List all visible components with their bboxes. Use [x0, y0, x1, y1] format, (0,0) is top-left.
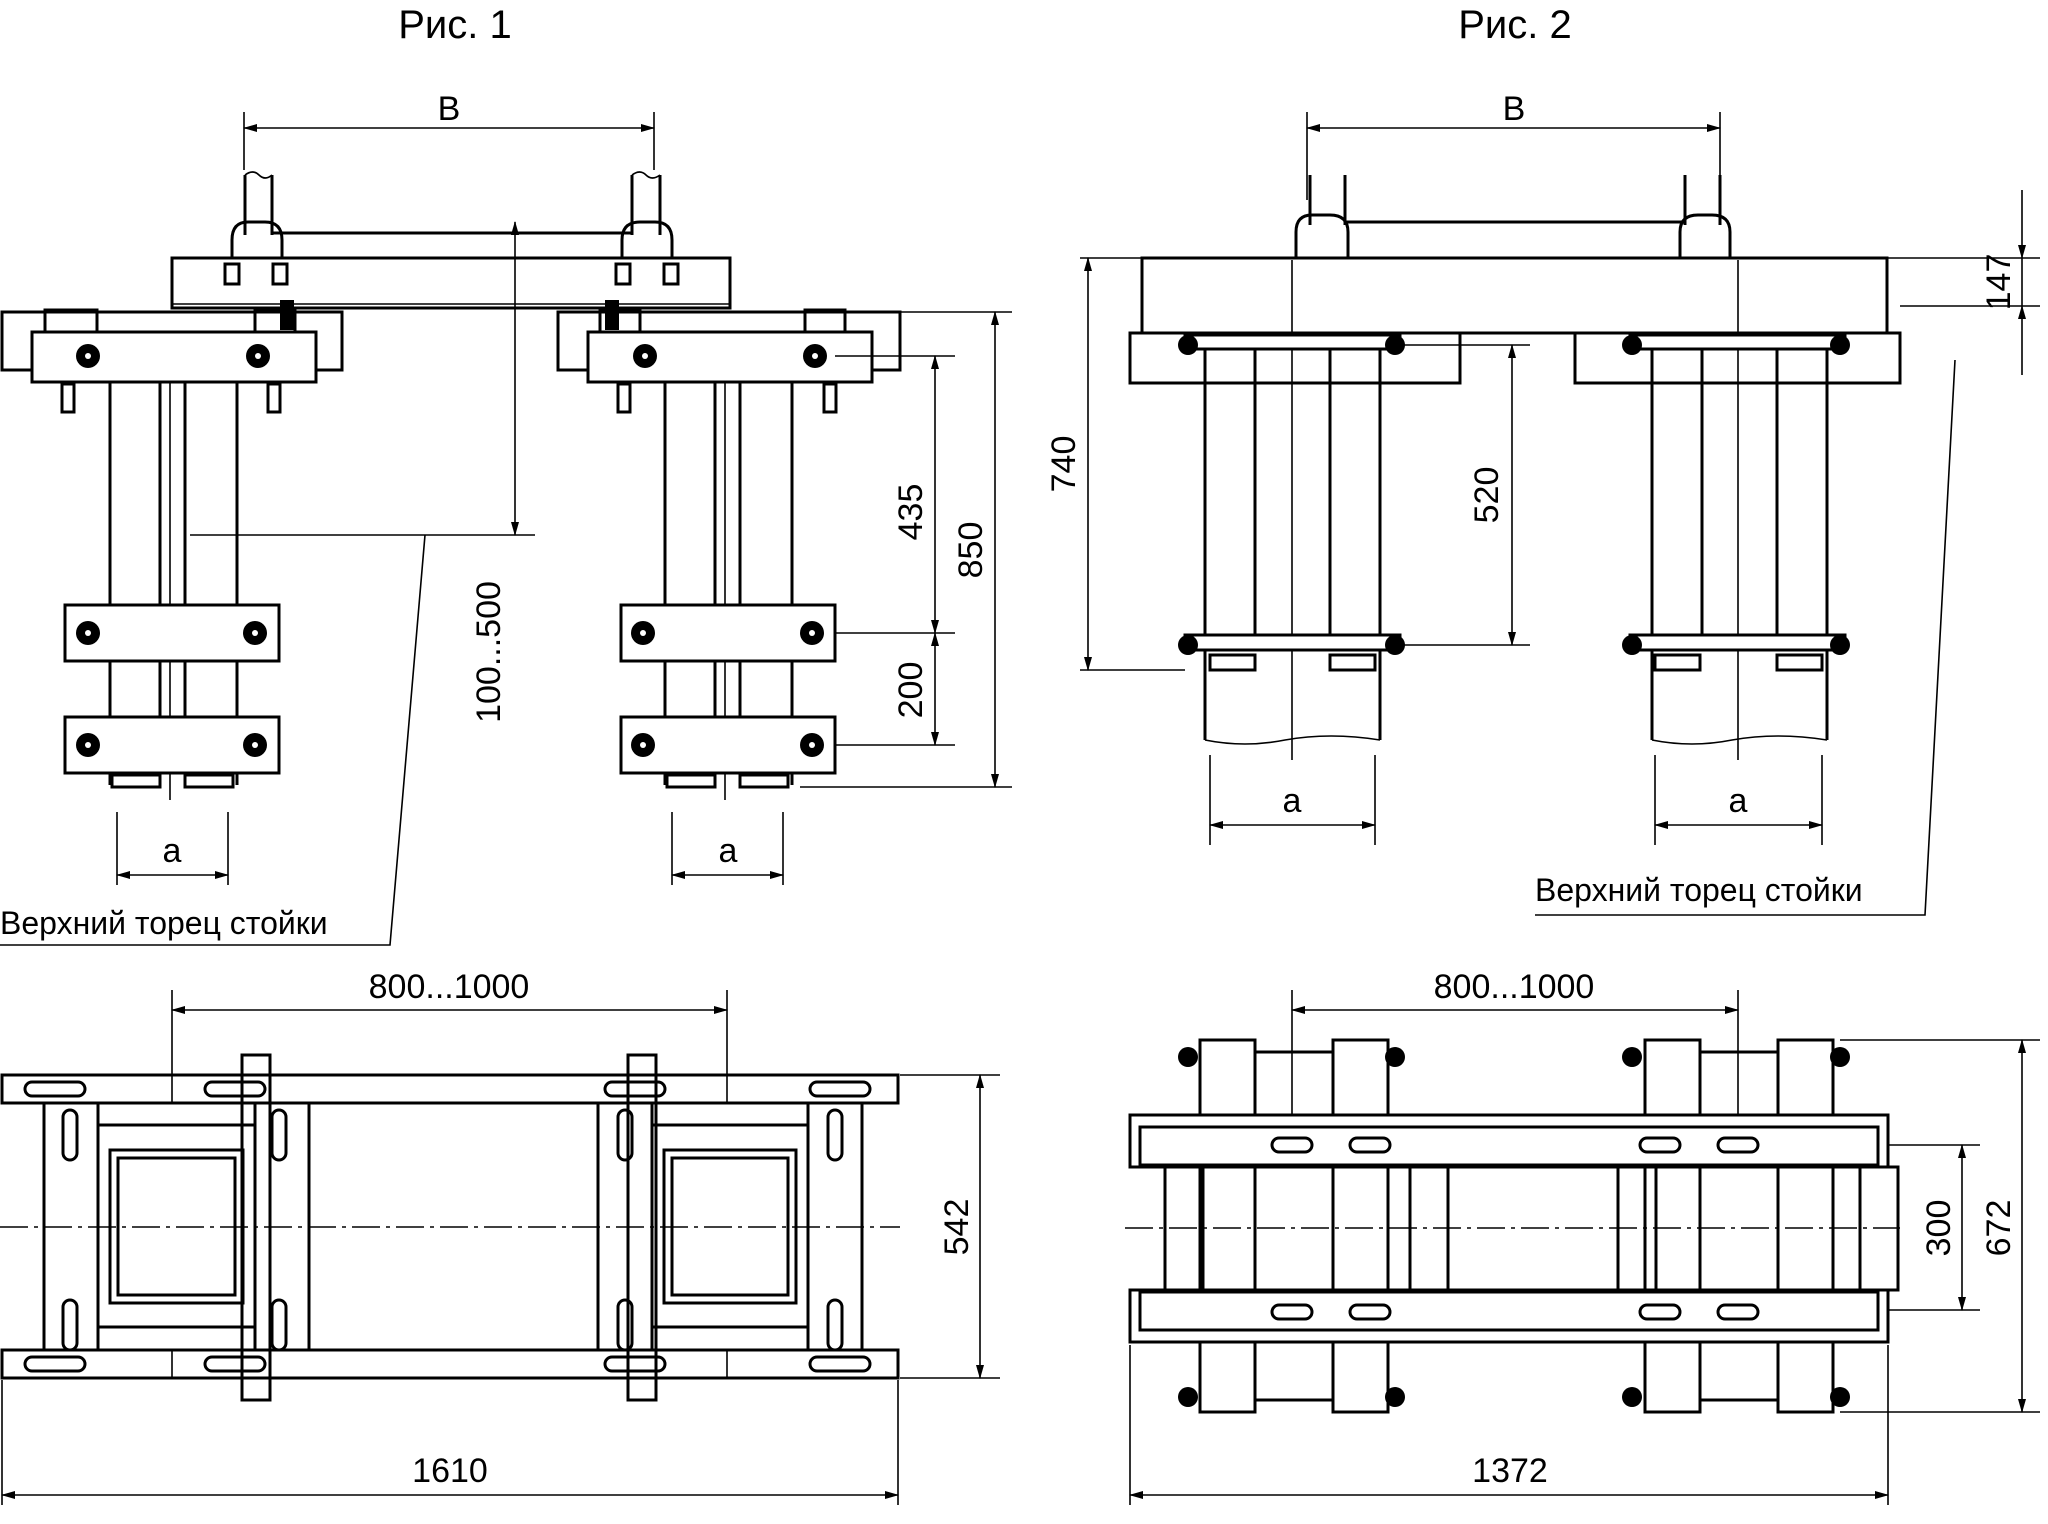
fig1-ubolt-left — [230, 220, 284, 266]
fig1-ubolt-right — [620, 220, 674, 266]
fig1-plan-length-label: 1610 — [412, 1452, 488, 1490]
fig2-a-right-label: а — [1729, 782, 1748, 820]
fig1-200-label: 200 — [892, 662, 930, 719]
figure-2-title: Рис. 2 — [1458, 3, 1572, 47]
fig1-435-label: 435 — [892, 484, 930, 541]
fig1-hanging-bolts — [60, 382, 838, 414]
fig2-plan-length-label: 1372 — [1472, 1452, 1548, 1490]
figure-1-elevation: Рис. 1 В — [0, 3, 1012, 946]
fig2-poles — [1294, 175, 1732, 260]
fig2-plan-bolts — [1178, 1047, 1850, 1407]
fig2-plan-spacing-label: 800...1000 — [1434, 968, 1595, 1006]
figure-2-elevation: Рис. 2 В — [1045, 3, 2040, 916]
fig1-b-label: В — [438, 90, 461, 128]
fig1-pole-left — [243, 171, 274, 235]
fig1-upper-plate-bolts — [76, 344, 827, 368]
fig2-plan-300-label: 300 — [1920, 1200, 1958, 1257]
fig1-note-text: Верхний торец стойки — [0, 905, 328, 941]
fig2-plan-slots — [1270, 1136, 1760, 1321]
fig1-plan-spacing-label: 800...1000 — [369, 968, 530, 1006]
fig1-850-label: 850 — [952, 522, 990, 579]
fig2-top-crossbeam — [1140, 256, 1889, 335]
fig1-a-left-label: а — [163, 832, 182, 870]
fig1-note-leader — [0, 534, 426, 946]
fig1-plan-top-rail — [0, 1073, 900, 1105]
figure-1-plan: 800...1000 — [0, 968, 1000, 1505]
fig1-plan-bottom-rail — [0, 1348, 900, 1380]
fig1-plan-slots — [23, 1080, 872, 1373]
fig2-520-label: 520 — [1468, 467, 1506, 524]
fig2-a-left-label: а — [1283, 782, 1302, 820]
fig2-740-label: 740 — [1045, 436, 1083, 493]
fig2-147-label: 147 — [1980, 254, 2018, 311]
fig2-bands — [1178, 333, 1850, 672]
fig2-note-leader — [1535, 359, 1956, 916]
fig1-a-right-label: а — [719, 832, 738, 870]
figure-1-title: Рис. 1 — [398, 3, 512, 47]
fig1-adjust-label: 100...500 — [470, 581, 508, 723]
fig1-top-beam-nuts — [223, 262, 680, 286]
fig1-pole-right — [630, 171, 662, 235]
fig2-plan-top-rail-inner — [1138, 1125, 1880, 1167]
figure-2-plan: 800...1000 — [1125, 968, 2040, 1505]
fig2-note-text: Верхний торец стойки — [1535, 872, 1863, 908]
fig1-right-clamp-plate — [586, 330, 874, 384]
fig2-plan-width-label: 672 — [1980, 1200, 2018, 1257]
fig2-plan-bottom-rail-inner — [1138, 1290, 1880, 1332]
fig2-plan-plates — [1198, 1038, 1835, 1414]
fig2-b-label: В — [1503, 90, 1526, 128]
fig1-lower-plates — [63, 603, 837, 775]
fig1-traverse-clamps — [43, 300, 847, 332]
fig1-top-crossbeam — [170, 256, 732, 310]
fig1-plan-width-label: 542 — [938, 1199, 976, 1256]
